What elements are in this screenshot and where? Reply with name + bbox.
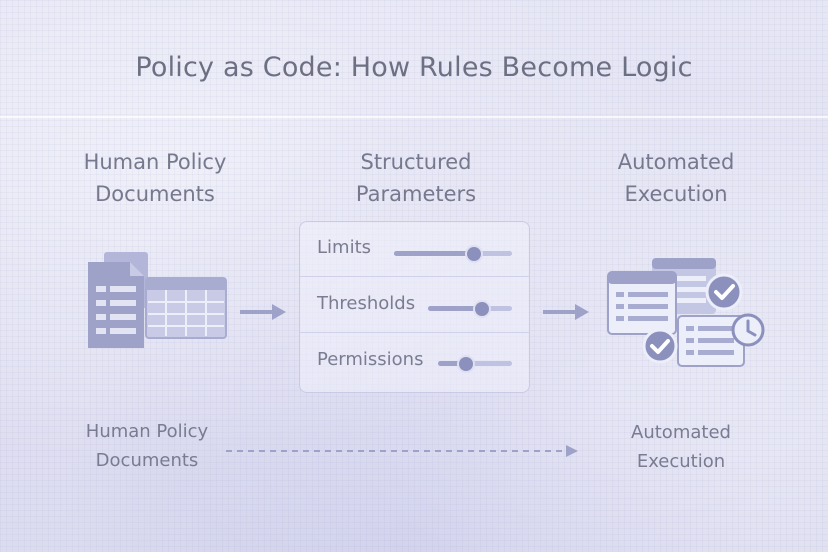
row-divider (300, 276, 529, 277)
slider-knob[interactable] (465, 244, 484, 263)
parameter-label: Thresholds (317, 293, 416, 314)
heading-automated-execution: Automated Execution (576, 146, 776, 210)
clock-icon (731, 313, 765, 347)
permissions-slider[interactable] (438, 354, 512, 373)
parameter-row-limits: Limits (300, 222, 529, 277)
heading-line: Structured (360, 150, 472, 174)
right-arrow-icon (543, 304, 589, 320)
heading-human-policy: Human Policy Documents (55, 146, 255, 210)
spreadsheet-icon (145, 277, 227, 339)
slider-fill (438, 361, 467, 366)
footer-destination-label: Automated Execution (606, 418, 756, 476)
parameters-panel: Limits Thresholds Permissions (299, 221, 530, 393)
footer-line: Human Policy (85, 421, 209, 442)
document-stack-icon (88, 252, 227, 348)
parameter-label: Permissions (317, 349, 424, 370)
slider-knob[interactable] (472, 299, 491, 318)
heading-line: Execution (624, 182, 728, 206)
footer-line: Documents (95, 450, 199, 471)
check-circle-icon (642, 328, 678, 364)
footer-line: Automated (631, 422, 731, 443)
heading-line: Parameters (355, 182, 477, 206)
slider-fill (428, 306, 482, 311)
parameter-row-thresholds: Thresholds (300, 278, 529, 333)
front-document (88, 262, 144, 348)
footer-source-label: Human Policy Documents (66, 417, 228, 475)
slider-knob[interactable] (457, 354, 476, 373)
limits-slider[interactable] (394, 244, 512, 263)
main-card (607, 271, 677, 335)
heading-line: Human Policy (83, 150, 227, 174)
slider-fill (394, 251, 475, 256)
title-divider (0, 116, 828, 118)
automated-execution-illustration (607, 258, 765, 367)
parameter-label: Limits (317, 237, 371, 258)
check-circle-icon (705, 273, 743, 311)
page-title: Policy as Code: How Rules Become Logic (135, 52, 693, 83)
dashed-arrow-icon (226, 445, 578, 457)
front-card (677, 315, 745, 367)
parameter-row-permissions: Permissions (300, 334, 529, 389)
footer-line: Execution (636, 451, 726, 472)
heading-structured-parameters: Structured Parameters (316, 146, 516, 210)
right-arrow-icon (240, 304, 286, 320)
heading-line: Automated (617, 150, 735, 174)
heading-line: Documents (95, 182, 215, 206)
row-divider (300, 332, 529, 333)
thresholds-slider[interactable] (428, 299, 512, 318)
